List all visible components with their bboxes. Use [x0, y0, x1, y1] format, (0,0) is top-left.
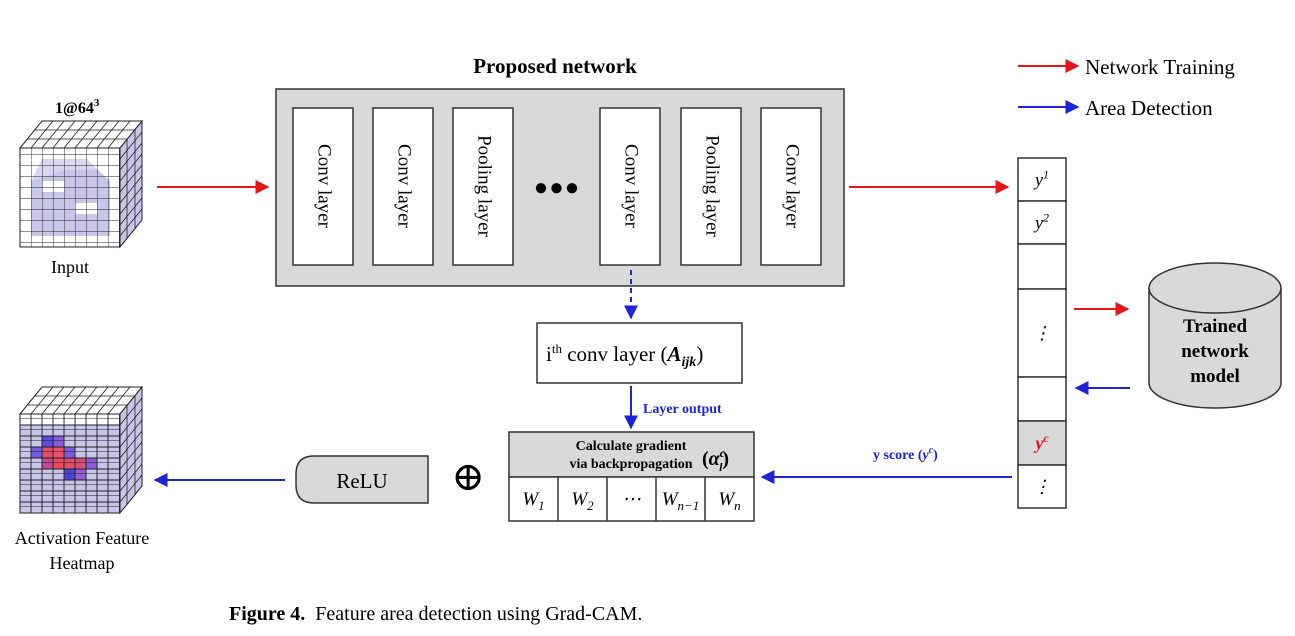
- network-layer-box: [760, 107, 822, 266]
- heatmap-label-line2: Heatmap: [50, 553, 115, 573]
- output-cell: [1017, 243, 1067, 290]
- output-cell-label: yc: [1033, 431, 1049, 453]
- output-cell: [1017, 157, 1067, 202]
- output-cell: [1017, 376, 1067, 422]
- network-layer-label: Conv layer: [782, 144, 803, 229]
- proposed-network: Proposed network Conv layer Conv layer Poo…: [275, 54, 845, 287]
- output-cell: [1017, 288, 1067, 378]
- ith-conv-layer: ith conv layer (Aijk): [536, 322, 743, 384]
- trained-model-cylinder: Trained network model: [1148, 262, 1282, 409]
- output-cell: [1017, 200, 1067, 245]
- network-layer-label: Conv layer: [314, 144, 335, 229]
- network-title: Proposed network: [473, 54, 637, 78]
- heatmap-label-line1: Activation Feature: [15, 528, 149, 548]
- weight-cell: ⋯: [622, 489, 641, 510]
- network-layer-label: Conv layer: [621, 144, 642, 229]
- plus-symbol: ⊕: [451, 454, 485, 499]
- network-layer-label: Pooling layer: [474, 135, 495, 238]
- model-label-line3: model: [1190, 366, 1240, 387]
- network-layer-box: [372, 107, 434, 266]
- output-cell-label: ⋮: [1033, 477, 1051, 497]
- weight-cell: Wn−1: [662, 489, 700, 513]
- output-cell-label: ⋮: [1033, 323, 1051, 343]
- network-layer-box: [599, 107, 661, 266]
- input-cube: 1@643 Input: [18, 97, 144, 277]
- weight-cell: W2: [571, 489, 594, 513]
- output-cell: [1017, 420, 1067, 466]
- figure-caption: Figure 4.Feature area detection using Gr…: [229, 603, 642, 625]
- model-label-line1: Trained: [1183, 316, 1247, 337]
- gradient-line1: Calculate gradient: [576, 439, 687, 454]
- model-label-line2: network: [1181, 341, 1249, 362]
- input-label: Input: [51, 257, 89, 277]
- layer-ellipsis: ●●●: [534, 175, 581, 201]
- legend: Network Training Area Detection: [1018, 55, 1235, 120]
- network-layer-label: Conv layer: [394, 144, 415, 229]
- weight-cell: W1: [522, 489, 544, 513]
- legend-detection-label: Area Detection: [1085, 96, 1213, 120]
- output-cell-label: y1: [1033, 168, 1049, 190]
- ith-conv-label: ith conv layer (Aijk): [546, 341, 703, 370]
- output-vector: y1 y2 ⋮ yc ⋮: [1017, 157, 1067, 509]
- input-shape-label: 1@643: [55, 97, 100, 117]
- output-cell-label: y2: [1033, 211, 1049, 233]
- gradient-box: Calculate gradient via backpropagation (…: [508, 431, 755, 522]
- relu-label: ReLU: [336, 469, 387, 493]
- network-layer-label: Pooling layer: [702, 135, 723, 238]
- network-layer-box: [452, 107, 514, 266]
- network-layer-box: [292, 107, 354, 266]
- heatmap-cube: Activation Feature Heatmap: [15, 385, 149, 573]
- legend-training-label: Network Training: [1085, 55, 1235, 79]
- network-layer-box: [680, 107, 742, 266]
- yscore-label: y score (yc): [873, 445, 938, 463]
- output-cell: [1017, 464, 1067, 509]
- weight-cell: Wn: [718, 489, 740, 513]
- gradient-line2: via backpropagation: [569, 457, 692, 472]
- relu-box: ReLU: [295, 455, 429, 504]
- layer-output-label: Layer output: [643, 402, 722, 417]
